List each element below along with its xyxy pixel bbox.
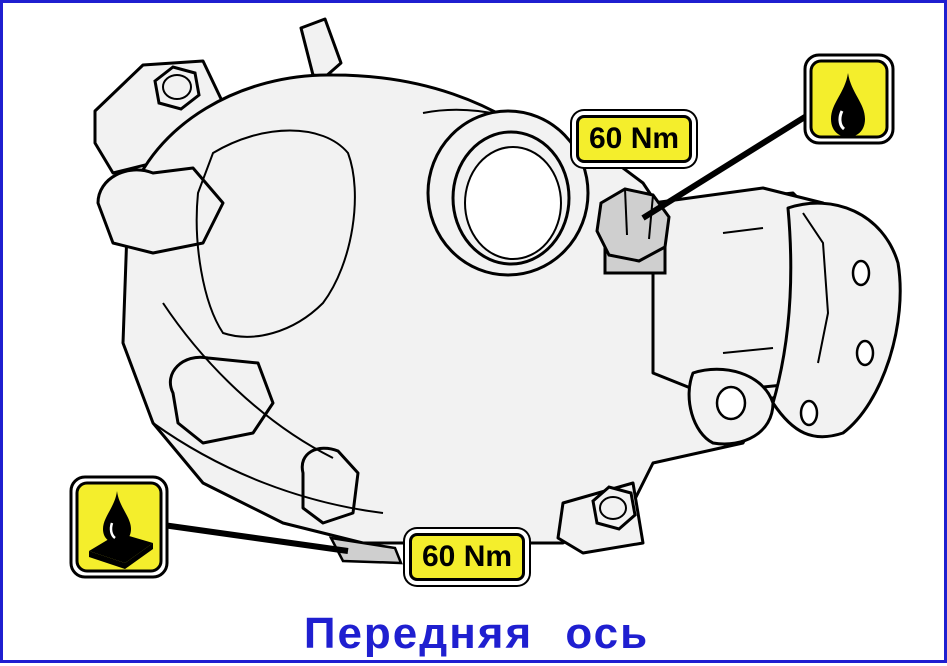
drain-plug <box>328 536 403 565</box>
torque-label-lower: 60 Nm <box>409 533 526 581</box>
front-axle-illustration <box>69 17 902 579</box>
hex-bolt-top-left <box>153 65 201 111</box>
fill-plug-bolt <box>595 187 671 275</box>
input-port-inner <box>464 146 562 260</box>
flange-hole <box>851 259 871 287</box>
flange-hole <box>855 339 875 367</box>
mounting-lug-bottom <box>169 355 275 445</box>
housing-body <box>121 73 845 545</box>
leader-lines <box>162 112 810 554</box>
output-flange <box>771 201 902 439</box>
oil-drop-icon <box>803 53 895 145</box>
diagram-caption: Передняя ось <box>303 609 650 658</box>
torque-label-upper: 60 Nm <box>576 115 693 163</box>
lug-hole <box>715 385 747 421</box>
mounting-lug-bottom-right <box>300 446 360 525</box>
flange-hole <box>799 399 819 427</box>
hex-bolt-bottom-right <box>591 485 637 531</box>
sealant-drop-icon <box>69 475 169 579</box>
mounting-lug-left <box>96 166 225 255</box>
vent-tube <box>299 17 343 79</box>
